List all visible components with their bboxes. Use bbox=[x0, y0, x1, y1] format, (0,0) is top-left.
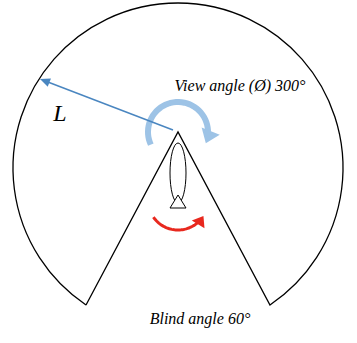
radius-label: L bbox=[51, 100, 68, 126]
blind-angle-arrow-head bbox=[192, 216, 205, 228]
view-angle-label: View angle (Ø) 300° bbox=[173, 77, 308, 95]
blind-angle-arrow bbox=[153, 217, 199, 230]
blind-angle-label: Blind angle 60° bbox=[148, 310, 253, 328]
robot-marker bbox=[170, 195, 186, 208]
radius-line bbox=[47, 82, 173, 130]
robot-body bbox=[170, 143, 186, 203]
view-angle-arrow-head bbox=[202, 128, 220, 144]
view-sector bbox=[13, 3, 343, 305]
radius-arrowhead bbox=[40, 78, 51, 86]
